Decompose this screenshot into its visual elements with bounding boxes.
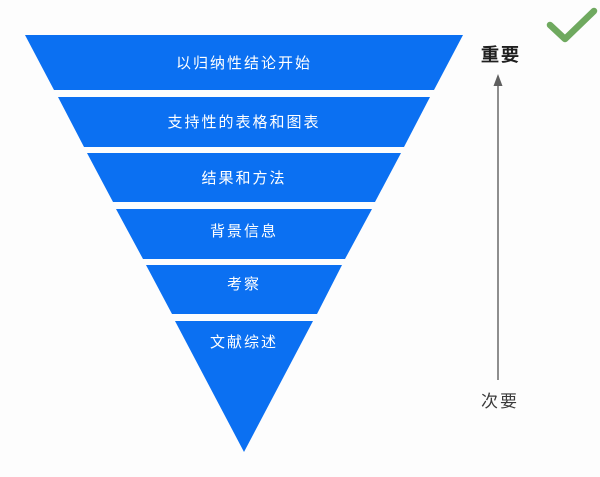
importance-top-label: 重要 [481,44,521,65]
funnel-segment-5 [146,265,342,314]
funnel-segment-4 [116,209,372,259]
segment-label-3: 结果和方法 [201,170,286,187]
segment-label-6: 文献综述 [210,334,278,351]
importance-axis: 重要 次要 [481,44,521,411]
funnel-segment-2 [58,97,430,147]
check-icon [546,7,598,43]
segment-label-2: 支持性的表格和图表 [167,114,320,131]
funnel-segment-1 [25,35,463,90]
funnel-segments [25,35,463,452]
segment-label-1: 以归纳性结论开始 [176,55,312,72]
funnel-segment-3 [87,153,401,202]
funnel-segment-6 [175,321,313,452]
segment-label-4: 背景信息 [210,223,278,240]
arrow-up-icon [493,74,503,380]
segment-label-5: 考察 [227,275,261,293]
funnel-labels: 以归纳性结论开始 支持性的表格和图表 结果和方法 背景信息 考察 文献综述 [167,55,320,351]
importance-bottom-label: 次要 [481,392,519,411]
